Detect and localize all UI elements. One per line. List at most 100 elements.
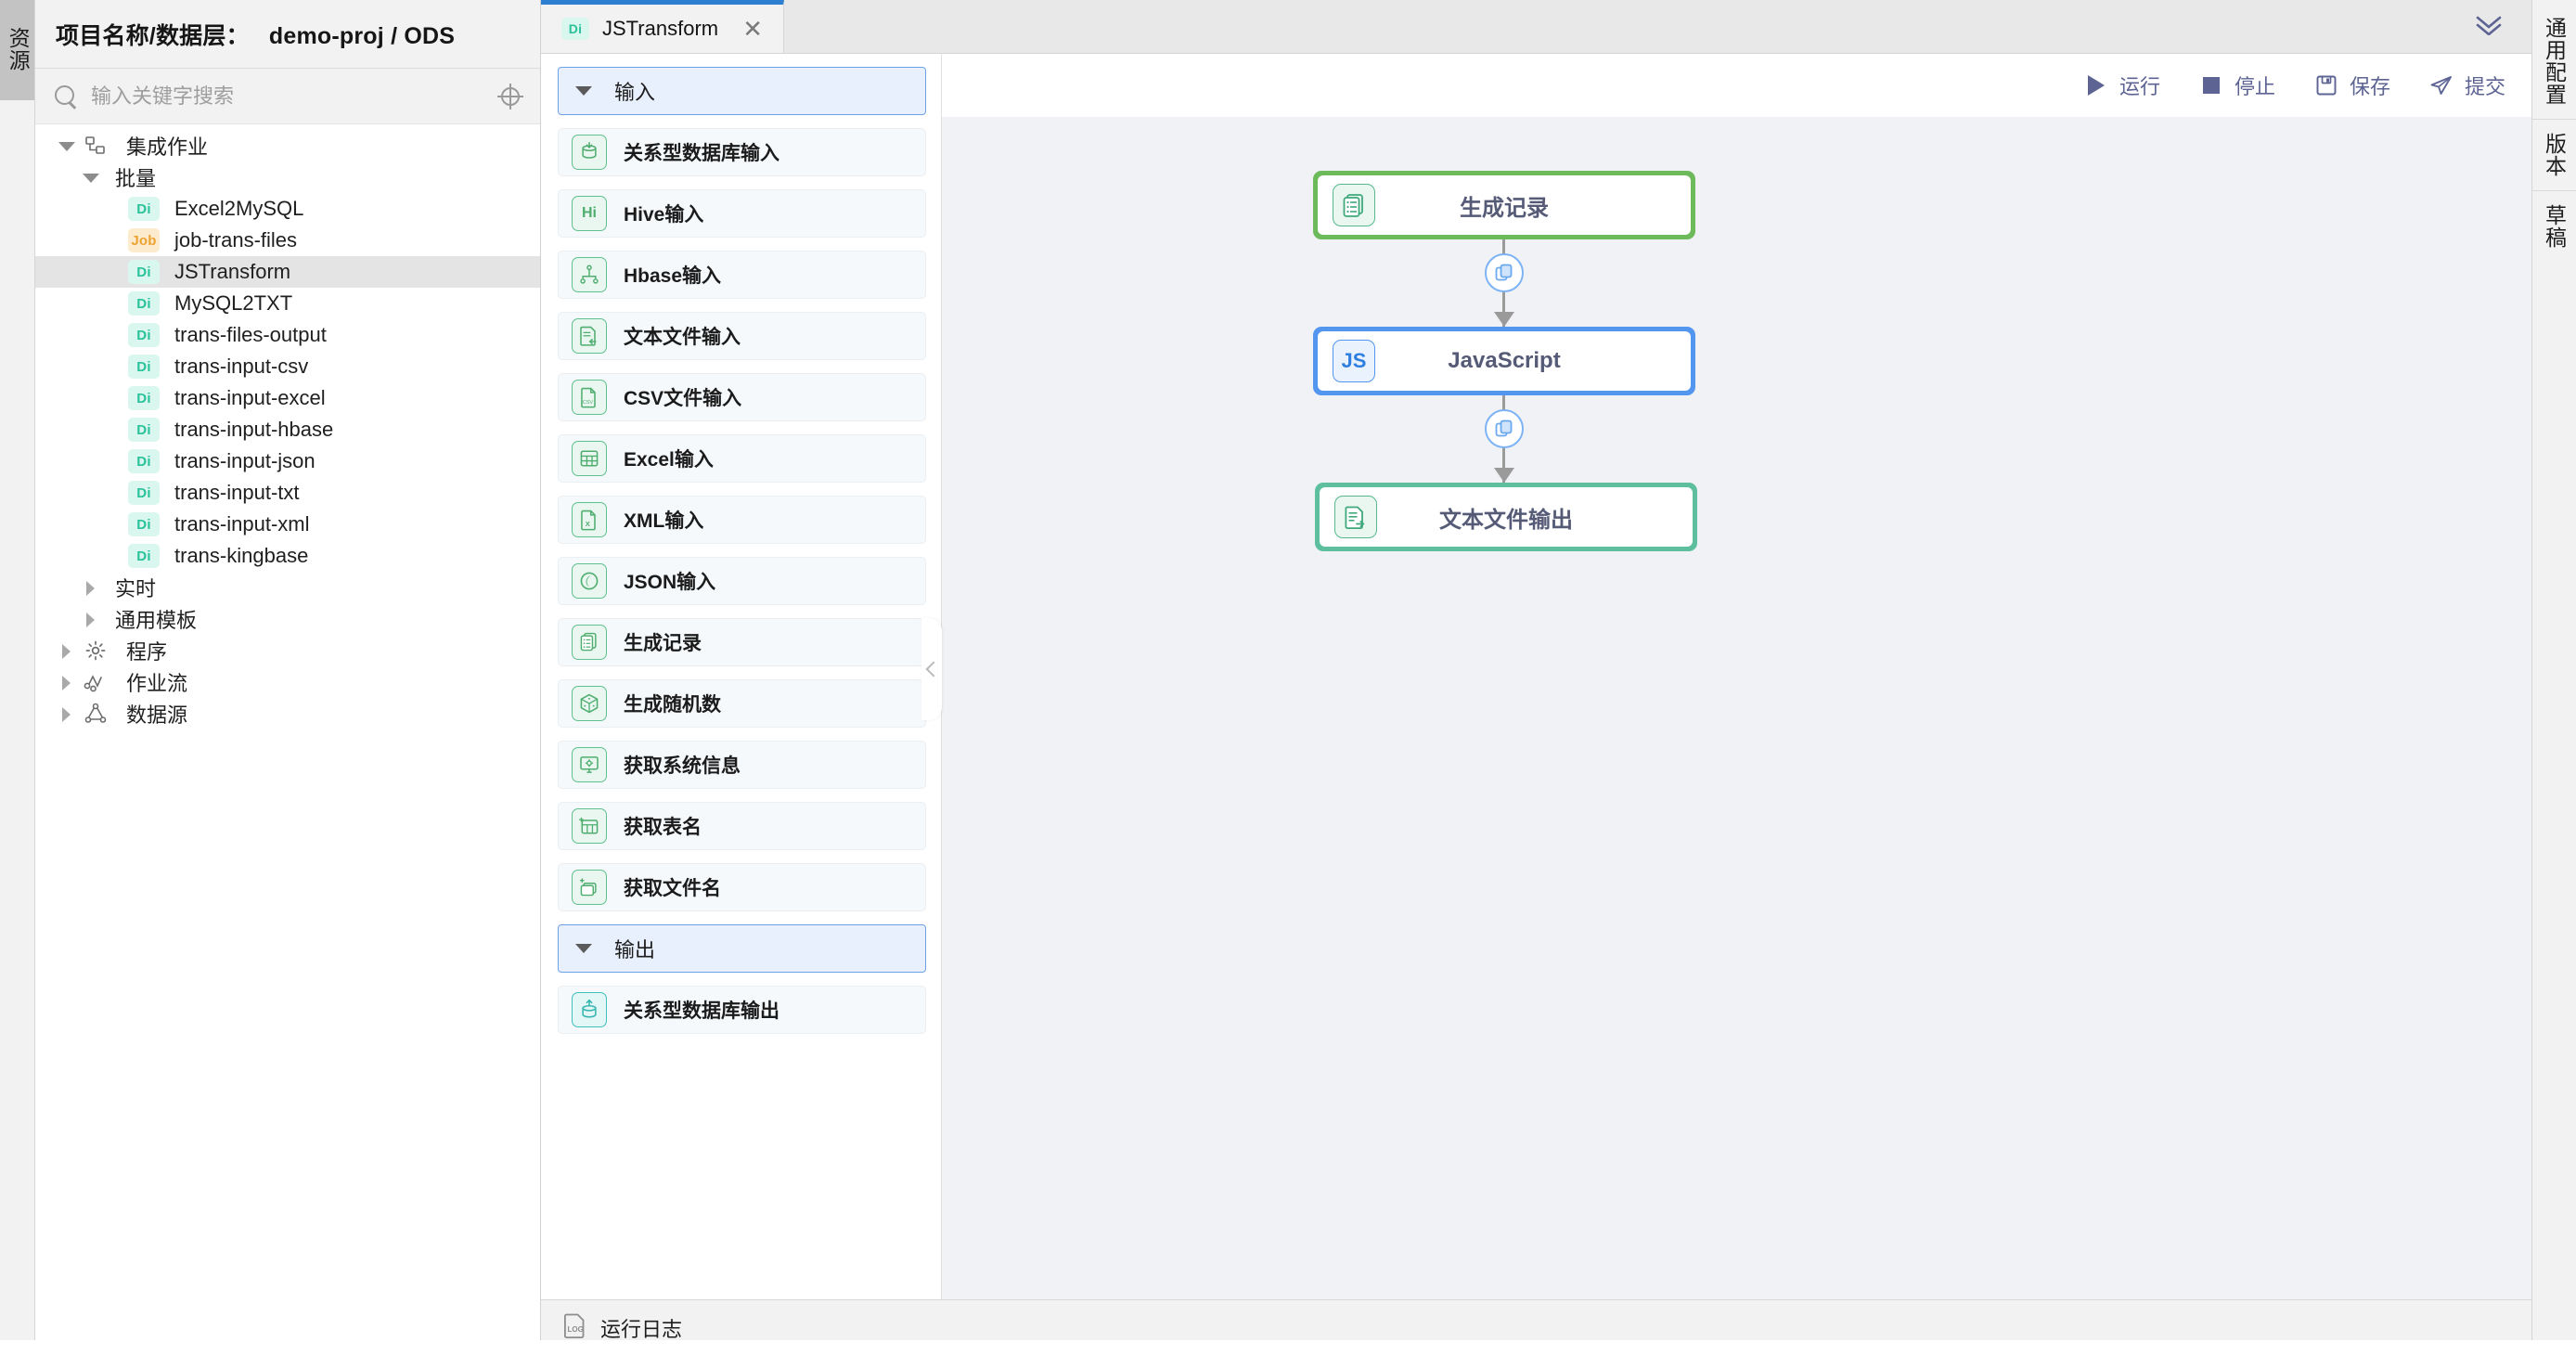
palette-item-生成记录[interactable]: 生成记录 <box>558 618 926 666</box>
xml-file-icon: X <box>572 502 607 537</box>
chevron-left-icon <box>925 661 942 678</box>
right-rail-tab-版本[interactable]: 版本 <box>2532 120 2576 191</box>
generate-records-icon <box>580 632 597 652</box>
double-chevron-down-icon[interactable] <box>2470 9 2507 45</box>
close-icon[interactable]: ✕ <box>742 15 763 43</box>
tree-item-通用模板[interactable]: 通用模板 <box>35 603 540 635</box>
node-text-file-output[interactable]: 文本文件输出 <box>1315 483 1697 551</box>
palette-item-获取文件名[interactable]: 获取文件名 <box>558 863 926 911</box>
toolbar-play-button[interactable]: 运行 <box>2084 71 2160 100</box>
chevron-right-icon[interactable] <box>82 578 100 597</box>
edge-2 <box>1502 395 1505 503</box>
edge-1 <box>1502 239 1505 347</box>
toolbar-stop-button[interactable]: 停止 <box>2199 71 2275 100</box>
chevron-right-icon[interactable] <box>58 673 76 691</box>
palette-item-label: 文本文件输入 <box>624 327 741 348</box>
caret-placeholder <box>106 263 124 281</box>
palette-item-关系型数据库输出[interactable]: 关系型数据库输出 <box>558 986 926 1034</box>
tree-item-badge: Di <box>128 197 160 221</box>
palette-item-关系型数据库输入[interactable]: 关系型数据库输入 <box>558 128 926 176</box>
chevron-right-icon[interactable] <box>82 610 100 628</box>
tabbar-right <box>2470 0 2531 53</box>
edge-1-button[interactable] <box>1485 253 1524 292</box>
palette-item-label: 关系型数据库输出 <box>624 1000 779 1022</box>
palette-item-生成随机数[interactable]: 生成随机数 <box>558 679 926 728</box>
flow-canvas[interactable]: 生成记录 JS JavaScript <box>942 117 2531 1299</box>
tree-item-数据源[interactable]: 数据源 <box>35 698 540 729</box>
palette-item-获取表名[interactable]: 获取表名 <box>558 802 926 850</box>
chevron-right-icon[interactable] <box>58 641 76 660</box>
palette-item-XML输入[interactable]: X XML输入 <box>558 496 926 544</box>
chevron-down-icon[interactable] <box>82 168 100 187</box>
tree-item-label: 作业流 <box>126 672 188 695</box>
caret-placeholder <box>106 326 124 344</box>
svg-text:LOG: LOG <box>568 1325 584 1334</box>
csv-file-icon: CSV <box>581 387 596 408</box>
database-out-icon <box>582 999 597 1018</box>
palette-item-获取系统信息[interactable]: 获取系统信息 <box>558 741 926 789</box>
palette-item-Excel输入[interactable]: Excel输入 <box>558 434 926 483</box>
tab-jstransform[interactable]: Di JSTransform ✕ <box>541 0 785 53</box>
palette-item-文本文件输入[interactable]: 文本文件输入 <box>558 312 926 360</box>
caret-placeholder <box>106 515 124 534</box>
tree-item-集成作业[interactable]: 集成作业 <box>35 130 540 161</box>
tree-item-label: job-trans-files <box>174 228 298 252</box>
toolbar-save-button[interactable]: 保存 <box>2314 71 2390 100</box>
tree-item-label: trans-input-csv <box>174 355 309 378</box>
palette-group-输入[interactable]: 输入 <box>558 67 926 115</box>
palette-item-label: CSV文件输入 <box>624 388 742 409</box>
excel-grid-icon <box>572 441 607 476</box>
edge-2-button[interactable] <box>1485 409 1524 448</box>
tree-item-实时[interactable]: 实时 <box>35 572 540 603</box>
locate-icon[interactable] <box>497 83 523 110</box>
chevron-down-icon[interactable] <box>58 136 76 155</box>
node-generate-records[interactable]: 生成记录 <box>1313 171 1695 239</box>
palette-group-输出[interactable]: 输出 <box>558 924 926 973</box>
palette-collapse-handle[interactable] <box>921 618 942 720</box>
tree-item-trans-input-csv[interactable]: Di trans-input-csv <box>35 351 540 382</box>
palette-item-label: XML输入 <box>624 510 704 532</box>
tree-item-作业流[interactable]: 作业流 <box>35 666 540 698</box>
rail-tab-resource[interactable]: 资源 <box>0 0 34 100</box>
caret-placeholder <box>106 200 124 218</box>
get-file-name-icon <box>572 870 607 905</box>
palette-item-JSON输入[interactable]: JSON输入 <box>558 557 926 605</box>
node-javascript[interactable]: JS JavaScript <box>1313 327 1695 395</box>
json-icon <box>572 563 607 599</box>
js-icon-text: JS <box>1341 349 1367 372</box>
tree-item-badge: Di <box>128 355 160 379</box>
bottom-strip <box>0 1340 2576 1355</box>
dice-icon <box>580 693 599 714</box>
palette-item-label: 获取系统信息 <box>624 755 741 777</box>
tree-item-程序[interactable]: 程序 <box>35 635 540 666</box>
toolbar-submit-button[interactable]: 提交 <box>2429 71 2505 100</box>
project-path: demo-proj / ODS <box>268 22 456 49</box>
tree-item-批量[interactable]: 批量 <box>35 161 540 193</box>
search-icon <box>54 84 78 109</box>
palette-item-Hbase输入[interactable]: Hbase输入 <box>558 251 926 299</box>
palette-item-CSV文件输入[interactable]: CSV CSV文件输入 <box>558 373 926 421</box>
generate-records-icon <box>572 625 607 660</box>
sitemap-icon <box>85 136 105 154</box>
copy-rows-icon <box>1495 419 1513 437</box>
search-input[interactable] <box>91 84 484 109</box>
right-rail-tab-通用配置[interactable]: 通用配置 <box>2532 4 2576 120</box>
database-out-icon <box>572 992 607 1027</box>
chevron-right-icon[interactable] <box>58 704 76 723</box>
tree-item-label: trans-input-json <box>174 449 316 472</box>
right-rail-tab-草稿[interactable]: 草稿 <box>2542 204 2567 249</box>
